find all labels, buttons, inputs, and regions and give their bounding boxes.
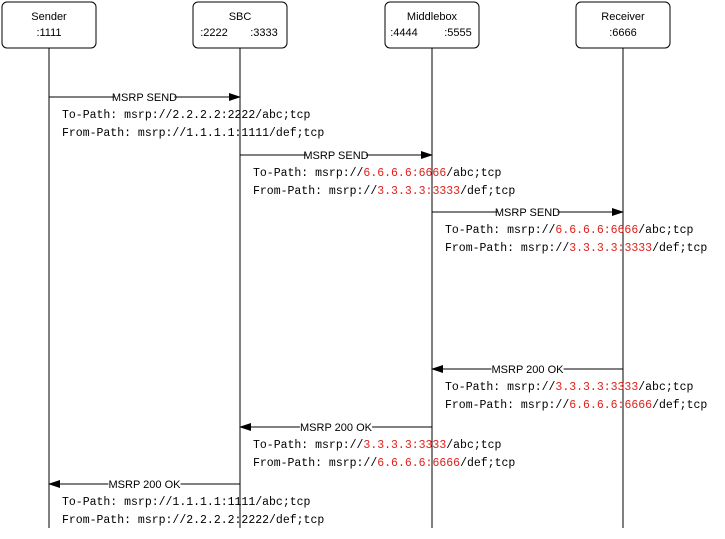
message-label: MSRP SEND <box>495 207 560 219</box>
from-path-header: From-Path: msrp://3.3.3.3:3333/def;tcp <box>445 242 707 255</box>
message-5: MSRP 200 OK To-Path: msrp://3.3.3.3:3333/… <box>239 420 515 470</box>
message-label: MSRP SEND <box>303 150 368 162</box>
from-path-header: From-Path: msrp://3.3.3.3:3333/def;tcp <box>253 185 515 198</box>
participant-name: Sender <box>31 11 67 23</box>
participant-box <box>192 1 288 49</box>
message-label-bg <box>299 420 373 433</box>
to-path-header: To-Path: msrp://2.2.2.2:2222/abc;tcp <box>62 109 311 122</box>
from-path-header: From-Path: msrp://2.2.2.2:2222/def;tcp <box>62 514 324 527</box>
participant-sender: Sender :1111 <box>1 1 97 49</box>
participant-name: SBC <box>229 11 252 23</box>
to-path-header: To-Path: msrp://6.6.6.6:6666/abc;tcp <box>253 167 502 180</box>
participant-box <box>384 1 480 49</box>
participant-receiver: Receiver :6666 <box>575 1 671 49</box>
to-path-header: To-Path: msrp://3.3.3.3:3333/abc;tcp <box>445 381 694 394</box>
participant-port: :1111 <box>36 27 61 39</box>
message-label: MSRP 200 OK <box>109 479 182 491</box>
message-label: MSRP 200 OK <box>492 364 565 376</box>
participant-name: Receiver <box>601 11 645 23</box>
message-label-bg <box>114 90 175 103</box>
message-3: MSRP SEND To-Path: msrp://6.6.6.6:6666/ab… <box>432 205 707 255</box>
participant-box <box>575 1 671 49</box>
from-path-header: From-Path: msrp://6.6.6.6:6666/def;tcp <box>253 457 515 470</box>
message-label-bg <box>491 362 564 375</box>
message-6: MSRP 200 OK To-Path: msrp://1.1.1.1:1111/… <box>48 477 324 527</box>
message-label-bg <box>108 477 181 490</box>
message-label-bg <box>497 205 558 218</box>
to-path-header: To-Path: msrp://6.6.6.6:6666/abc;tcp <box>445 224 694 237</box>
from-path-header: From-Path: msrp://1.1.1.1:1111/def;tcp <box>62 127 324 140</box>
participant-port: :3333 <box>250 27 278 39</box>
participant-port: :5555 <box>444 27 472 39</box>
from-path-header: From-Path: msrp://6.6.6.6:6666/def;tcp <box>445 399 707 412</box>
to-path-header: To-Path: msrp://1.1.1.1:1111/abc;tcp <box>62 496 311 509</box>
participant-box <box>1 1 97 49</box>
message-label: MSRP 200 OK <box>300 422 373 434</box>
message-label: MSRP SEND <box>112 92 177 104</box>
participant-sbc: SBC:2222 :3333 <box>192 1 288 49</box>
message-1: MSRP SEND To-Path: msrp://2.2.2.2:2222/ab… <box>49 90 324 140</box>
message-4: MSRP 200 OK To-Path: msrp://3.3.3.3:3333/… <box>431 362 707 412</box>
participant-port: :4444 <box>390 27 418 39</box>
message-2: MSRP SEND To-Path: msrp://6.6.6.6:6666/ab… <box>240 148 515 198</box>
message-label-bg <box>306 148 366 161</box>
participant-port: :2222 <box>200 27 228 39</box>
participant-middlebox: Middlebox :4444 :5555 <box>384 1 480 49</box>
participant-port: :6666 <box>609 27 637 39</box>
participant-name: Middlebox <box>407 11 458 23</box>
to-path-header: To-Path: msrp://3.3.3.3:3333/abc;tcp <box>253 439 502 452</box>
